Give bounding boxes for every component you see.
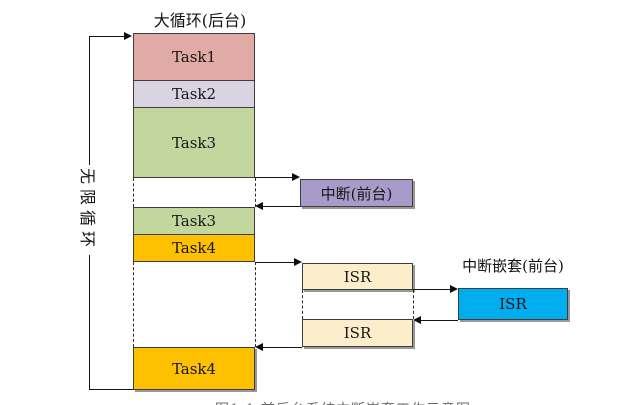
arrow-task4-to-isr-line <box>255 262 294 263</box>
arrow-nested-return-line <box>421 320 458 321</box>
isr-box-2: ISR <box>302 319 413 347</box>
isr-gap-dash-left <box>302 290 303 319</box>
gap-dash-right-1 <box>255 178 256 207</box>
task-box-task3: Task3 <box>133 107 255 178</box>
arrow-isr-to-nested-line <box>413 289 450 290</box>
task-label: Task4 <box>171 359 217 378</box>
main-loop-title: 大循环(后台) <box>153 11 247 30</box>
loop-arrowhead-icon <box>124 32 132 40</box>
task-label: Task3 <box>171 212 217 230</box>
task-box-task3-resumed: Task3 <box>133 207 255 235</box>
arrow-task3-to-interrupt-head-icon <box>292 173 300 181</box>
interrupt-box: 中断(前台) <box>300 179 413 207</box>
interrupt-label: 中断(前台) <box>320 184 393 203</box>
task-label: Task3 <box>171 133 217 152</box>
arrow-nested-return-head-icon <box>413 316 421 324</box>
nested-interrupt-title: 中断嵌套(前台) <box>462 257 564 275</box>
caption-cut-off: 图1-1 前后台系统中断嵌套工作示意图 <box>188 399 498 405</box>
arrow-interrupt-return-head-icon <box>255 202 263 210</box>
infinite-loop-label: 无限循环 <box>77 164 101 256</box>
task-box-task1: Task1 <box>133 33 255 81</box>
isr-label: ISR <box>343 324 372 342</box>
task-box-task4: Task4 <box>133 234 255 262</box>
isr-box-1: ISR <box>302 263 413 290</box>
gap-dash-right-2 <box>255 262 256 347</box>
task-box-task4-resumed: Task4 <box>133 347 255 390</box>
arrow-isr-return-line <box>263 347 302 348</box>
nested-isr-box: ISR <box>458 288 568 320</box>
task-box-task2: Task2 <box>133 80 255 108</box>
isr-gap-dash-right <box>413 290 414 319</box>
gap-dash-left-2 <box>133 262 134 347</box>
task-label: Task1 <box>171 48 217 66</box>
arrow-isr-return-head-icon <box>255 343 263 351</box>
task-label: Task2 <box>171 85 217 103</box>
gap-dash-left-1 <box>133 178 134 207</box>
nested-isr-label: ISR <box>499 295 527 313</box>
task-label: Task4 <box>171 239 217 257</box>
loop-line-bottom <box>89 389 133 390</box>
arrow-task3-to-interrupt-line <box>255 177 292 178</box>
loop-line-top <box>89 36 124 37</box>
isr-label: ISR <box>343 267 372 286</box>
arrow-interrupt-return-line <box>263 206 300 207</box>
arrow-isr-to-nested-head-icon <box>450 285 458 293</box>
arrow-task4-to-isr-head-icon <box>294 258 302 266</box>
